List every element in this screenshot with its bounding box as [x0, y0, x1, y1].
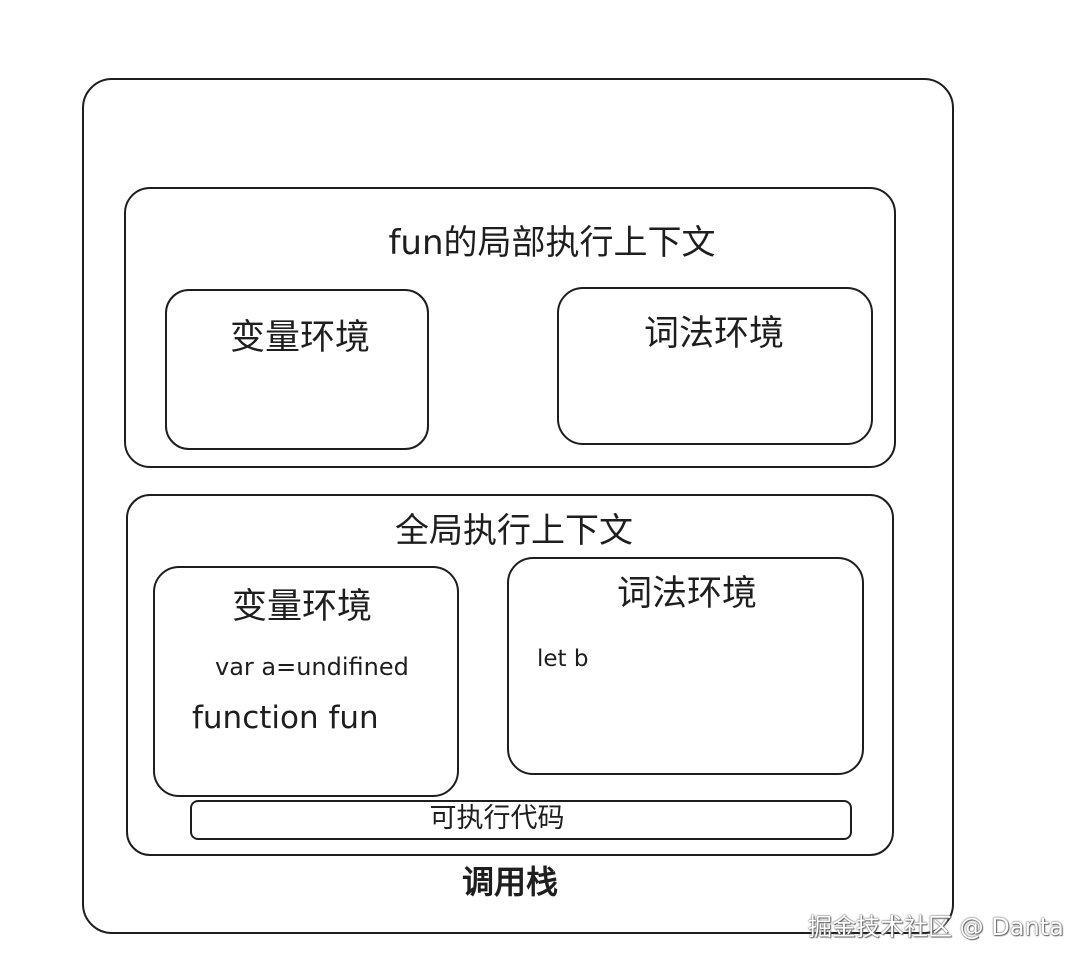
watermark-text: 掘金技术社区 @ Danta: [808, 913, 1064, 941]
call-stack-box: [82, 78, 954, 934]
global-variable-environment-title: 变量环境: [231, 587, 373, 627]
global-variable-environment-box: [153, 566, 459, 797]
fun-execution-context-title: fun的局部执行上下文: [388, 223, 716, 263]
variable-entry: var a=undifined: [215, 653, 409, 681]
global-execution-context-box: [126, 494, 894, 856]
fun-variable-environment-title: 变量环境: [229, 318, 371, 358]
global-lexical-environment-box: [507, 557, 864, 775]
fun-lexical-environment-title: 词法环境: [643, 314, 785, 354]
variable-entry: function fun: [192, 700, 379, 736]
fun-variable-environment-box: [165, 289, 429, 450]
fun-lexical-environment-box: [557, 287, 873, 445]
executable-code-label: 可执行代码: [429, 803, 565, 834]
fun-execution-context-box: [124, 187, 896, 468]
lexical-entry: let b: [537, 646, 589, 672]
global-lexical-environment-title: 词法环境: [616, 574, 758, 614]
call-stack-label: 调用栈: [461, 863, 559, 901]
global-execution-context-title: 全局执行上下文: [395, 511, 633, 551]
executable-code-box: [190, 800, 852, 840]
